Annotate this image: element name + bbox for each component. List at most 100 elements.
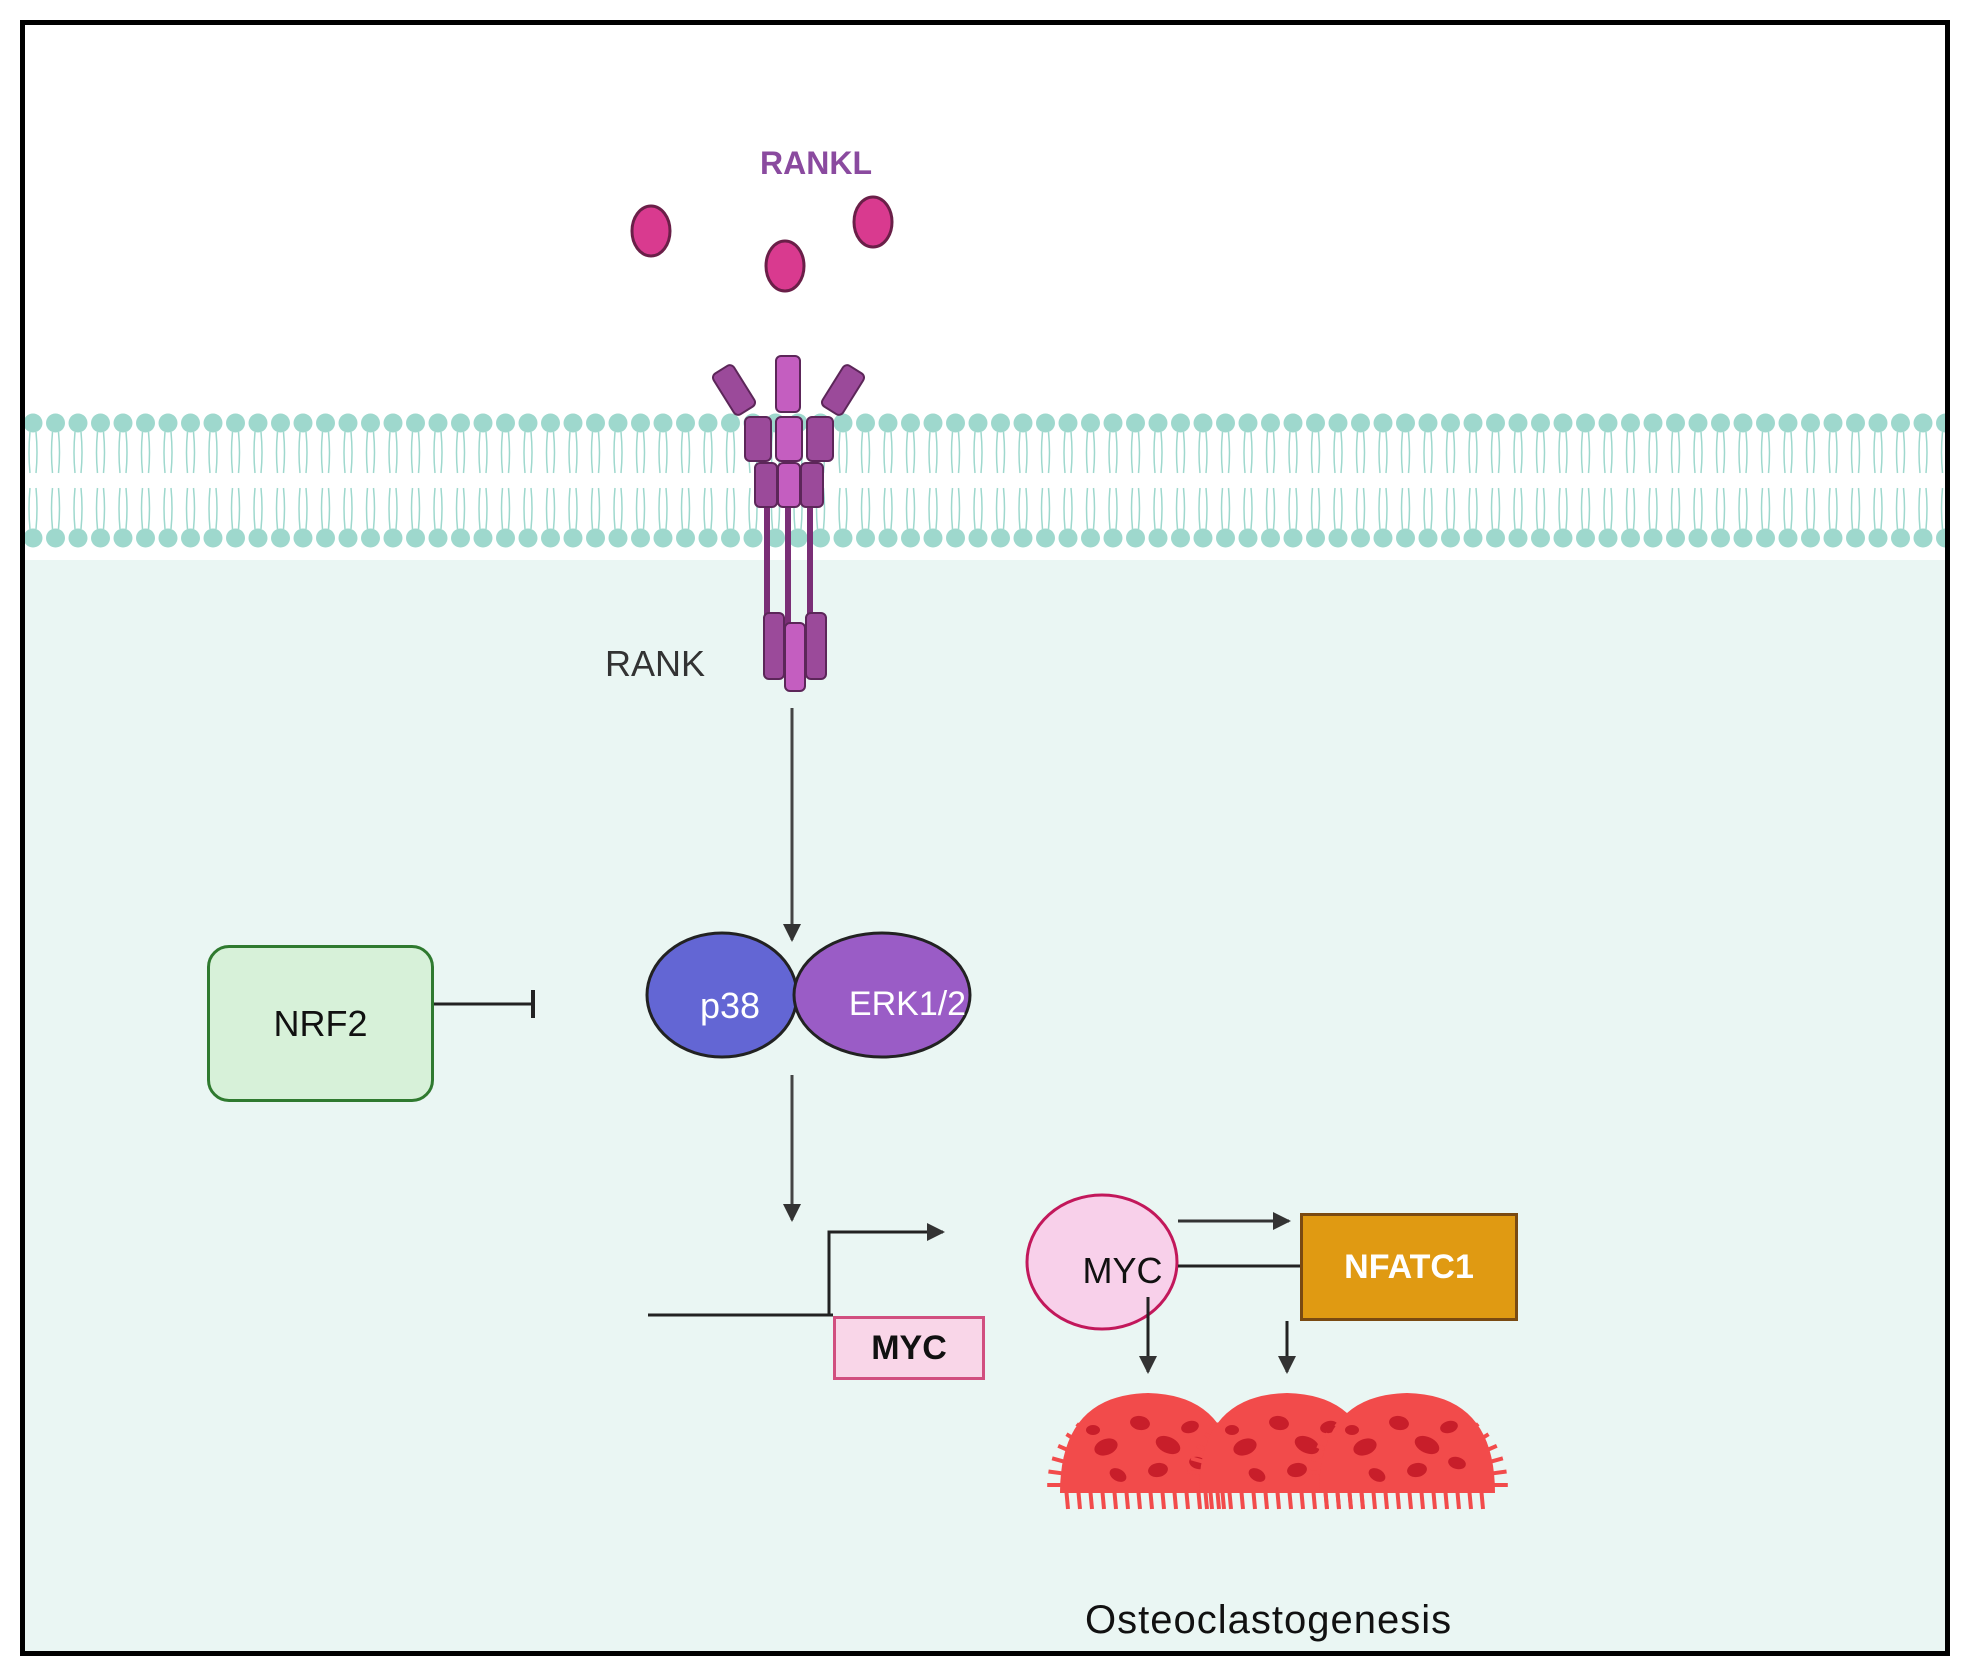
phospholipid-head	[1733, 528, 1753, 548]
myc-protein	[1025, 1193, 1179, 1331]
phospholipid-head	[1441, 528, 1460, 548]
phospholipid-head	[968, 413, 988, 433]
phospholipid-head	[158, 528, 178, 548]
phospholipid-head	[1823, 413, 1843, 433]
phospholipid-head	[1283, 413, 1303, 433]
phospholipid-head	[833, 413, 853, 433]
phospholipid-head	[25, 413, 43, 433]
phospholipid-head	[338, 528, 358, 548]
phospholipid-head	[271, 528, 290, 548]
phospholipid-head	[383, 413, 403, 433]
phospholipid-head	[541, 528, 560, 548]
phospholipid-head	[1013, 413, 1033, 433]
phospholipid-head	[698, 528, 718, 548]
phospholipid-head	[923, 528, 943, 548]
rank-receptor	[711, 355, 866, 692]
phospholipid-head	[1261, 413, 1280, 433]
kinase-complex	[645, 931, 972, 1059]
phospholipid-head	[451, 413, 470, 433]
phospholipid-head	[1711, 528, 1730, 548]
phospholipid-head	[1216, 528, 1235, 548]
phospholipid-head	[653, 413, 673, 433]
phospholipid-head	[1778, 528, 1798, 548]
phospholipid-head	[1463, 413, 1483, 433]
osteoclast-cell	[1306, 1393, 1508, 1510]
phospholipid-head	[451, 528, 470, 548]
phospholipid-head	[496, 528, 515, 548]
phospholipid-head	[1418, 528, 1438, 548]
diagram-frame: RANKL RANK NRF2 p38 ERK1/2 MYC MYC NFATC…	[20, 20, 1950, 1656]
phospholipid-head	[1081, 413, 1100, 433]
phospholipid-head	[361, 413, 380, 433]
phospholipid-head	[1936, 413, 1945, 433]
phospholipid-head	[338, 413, 358, 433]
phospholipid-head	[1081, 528, 1100, 548]
phospholipid-head	[563, 413, 583, 433]
phospholipid-head	[1778, 413, 1798, 433]
nfatc1-label: NFATC1	[1344, 1247, 1474, 1286]
phospholipid-head	[1576, 413, 1595, 433]
phospholipid-head	[1328, 528, 1348, 548]
phospholipid-head	[113, 528, 133, 548]
phospholipid-head	[181, 413, 200, 433]
phospholipid-head	[1508, 413, 1528, 433]
phospholipid-head	[406, 413, 425, 433]
phospholipid-head	[901, 528, 920, 548]
phospholipid-head	[1733, 413, 1753, 433]
phospholipid-head	[1756, 413, 1775, 433]
phospholipid-head	[721, 528, 740, 548]
phospholipid-head	[1441, 413, 1460, 433]
phospholipid-head	[518, 413, 538, 433]
phospholipid-head	[1036, 528, 1055, 548]
phospholipid-head	[833, 528, 853, 548]
phospholipid-head	[1306, 528, 1325, 548]
phospholipid-head	[901, 413, 920, 433]
phospholipid-head	[1261, 528, 1280, 548]
transcription-start-arrow	[827, 1223, 945, 1314]
phospholipid-head	[1148, 413, 1168, 433]
phospholipid-head	[316, 528, 335, 548]
phospholipid-head	[1373, 413, 1393, 433]
phospholipid-head	[91, 528, 110, 548]
phospholipid-head	[856, 413, 875, 433]
phospholipid-head	[316, 413, 335, 433]
phospholipid-head	[473, 413, 493, 433]
rankl-particle	[630, 204, 672, 258]
phospholipid-head	[473, 528, 493, 548]
phospholipid-head	[1238, 528, 1258, 548]
phospholipid-head	[1643, 413, 1663, 433]
phospholipid-head	[1351, 528, 1370, 548]
rank-label: RANK	[605, 643, 706, 684]
phospholipid-head	[1103, 413, 1123, 433]
erk-label: ERK1/2	[848, 985, 967, 1023]
phospholipid-head	[563, 528, 583, 548]
phospholipid-head	[428, 413, 448, 433]
phospholipid-head	[1868, 528, 1888, 548]
phospholipid-head	[248, 413, 268, 433]
phospholipid-head	[91, 413, 110, 433]
phospholipid-head	[1418, 413, 1438, 433]
phospholipid-head	[1373, 528, 1393, 548]
phospholipid-head	[676, 528, 695, 548]
phospholipid-head	[1643, 528, 1663, 548]
p38-label: p38	[699, 985, 761, 1026]
phospholipid-head	[766, 528, 785, 548]
phospholipid-head	[1238, 413, 1258, 433]
phospholipid-head	[203, 528, 223, 548]
phospholipid-head	[878, 528, 898, 548]
nrf2-box: NRF2	[207, 945, 434, 1102]
phospholipid-head	[676, 413, 695, 433]
rankl-particle	[764, 239, 806, 293]
phospholipid-head	[586, 528, 605, 548]
phospholipid-head	[1553, 528, 1573, 548]
phospholipid-head	[1846, 528, 1865, 548]
phospholipid-head	[136, 413, 155, 433]
phospholipid-head	[968, 528, 988, 548]
phospholipid-head	[1936, 528, 1945, 548]
phospholipid-head	[1913, 413, 1933, 433]
phospholipid-head	[226, 528, 245, 548]
phospholipid-head	[1058, 413, 1078, 433]
phospholipid-head	[811, 528, 830, 548]
phospholipid-head	[788, 528, 808, 548]
phospholipid-head	[1036, 413, 1055, 433]
